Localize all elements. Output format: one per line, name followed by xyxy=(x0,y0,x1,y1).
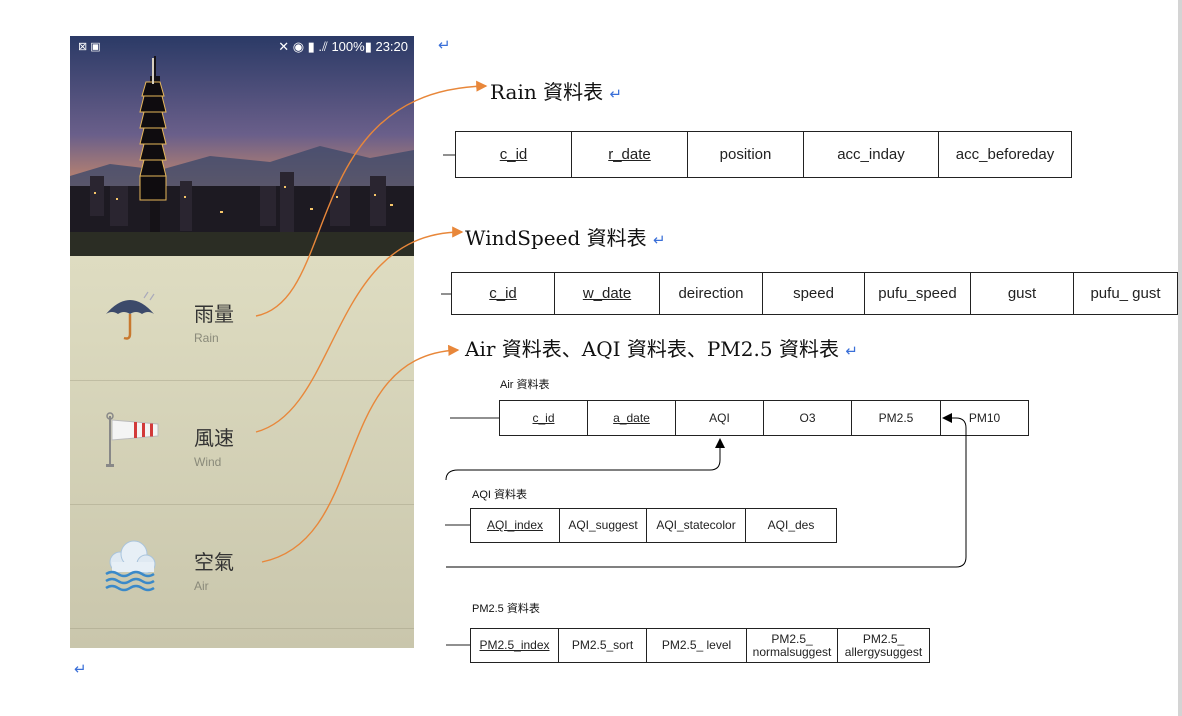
pm25-col: PM2.5_index xyxy=(471,629,559,662)
wind-col: c_id xyxy=(452,273,555,314)
menu-label-cn: 空氣 xyxy=(194,550,234,574)
menu-label-en: Air xyxy=(194,579,209,593)
rain-table: c_id r_date position acc_inday acc_befor… xyxy=(455,131,1072,178)
taipei-skyline-photo: ⊠ ▣ ✕ ◉ ▮ .⫽ 100%▮ 23:20 xyxy=(70,36,414,256)
aqi-col: AQI_statecolor xyxy=(647,509,746,542)
paragraph-mark: ↵ xyxy=(845,342,858,360)
air-tables-heading: Air 資料表、AQI 資料表、PM2.5 資料表 ↵ xyxy=(465,337,858,361)
air-col: O3 xyxy=(764,401,852,435)
rain-col: r_date xyxy=(572,132,688,177)
taipei-101-tower xyxy=(139,81,167,201)
pm25-col: PM2.5_ level xyxy=(647,629,747,662)
menu-item-wind[interactable]: 風速 Wind xyxy=(70,380,414,505)
menu-label-cn: 風速 xyxy=(194,426,234,450)
air-col: AQI xyxy=(676,401,764,435)
aqi-col: AQI_suggest xyxy=(560,509,647,542)
air-col: c_id xyxy=(500,401,588,435)
aqi-table: AQI_index AQI_suggest AQI_statecolor AQI… xyxy=(470,508,837,543)
menu-item-rain[interactable]: 雨量 Rain xyxy=(70,256,414,381)
pm25-col: PM2.5_sort xyxy=(559,629,647,662)
phone-screenshot: ⊠ ▣ ✕ ◉ ▮ .⫽ 100%▮ 23:20 雨量 Rain xyxy=(70,36,414,648)
aqi-table-title: AQI 資料表 xyxy=(472,489,528,501)
paragraph-mark: ↵ xyxy=(609,85,623,103)
windspeed-table-heading: WindSpeed 資料表 ↵ xyxy=(465,226,666,250)
status-right: ✕ ◉ ▮ .⫽ 100%▮ 23:20 xyxy=(278,39,408,54)
cloud-icon xyxy=(100,534,160,594)
paragraph-mark: ↵ xyxy=(652,231,666,249)
aqi-col: AQI_index xyxy=(471,509,560,542)
air-col: a_date xyxy=(588,401,676,435)
menu-label-en: Rain xyxy=(194,331,219,345)
air-table-title: Air 資料表 xyxy=(500,379,550,391)
air-table: c_id a_date AQI O3 PM2.5 PM10 xyxy=(499,400,1029,436)
rain-table-heading: Rain 資料表 ↵ xyxy=(490,80,623,104)
wind-col: pufu_ gust xyxy=(1090,284,1161,302)
air-col: PM10 xyxy=(968,410,1001,425)
paragraph-mark: ↵ xyxy=(74,660,87,678)
pm25-col: PM2.5_ normalsuggest xyxy=(747,629,838,662)
status-bar: ⊠ ▣ ✕ ◉ ▮ .⫽ 100%▮ 23:20 xyxy=(70,36,414,58)
rain-col: acc_beforeday xyxy=(955,145,1055,163)
wind-col: pufu_speed xyxy=(865,273,971,314)
pm25-table: PM2.5_index PM2.5_sort PM2.5_ level PM2.… xyxy=(470,628,930,663)
rain-col: c_id xyxy=(456,132,572,177)
aqi-col: AQI_des xyxy=(767,518,815,533)
windsock-icon xyxy=(100,410,160,470)
rain-col: acc_inday xyxy=(804,132,939,177)
paragraph-mark: ↵ xyxy=(438,36,451,54)
scrollbar[interactable] xyxy=(1178,0,1182,716)
wind-col: speed xyxy=(763,273,865,314)
wind-col: w_date xyxy=(555,273,660,314)
aqi-relation-line xyxy=(445,438,725,481)
rain-col: position xyxy=(688,132,804,177)
wind-col: gust xyxy=(971,273,1074,314)
menu-label-cn: 雨量 xyxy=(194,302,234,326)
wind-col: deirection xyxy=(660,273,763,314)
umbrella-icon xyxy=(100,286,160,346)
pm25-table-title: PM2.5 資料表 xyxy=(472,603,540,615)
menu-item-air[interactable]: 空氣 Air xyxy=(70,504,414,629)
pm25-col: PM2.5_ allergysuggest xyxy=(844,631,923,659)
air-col: PM2.5 xyxy=(852,401,941,435)
windspeed-table: c_id w_date deirection speed pufu_speed … xyxy=(451,272,1178,315)
notification-icons: ⊠ ▣ xyxy=(78,41,101,53)
menu-label-en: Wind xyxy=(194,455,222,469)
